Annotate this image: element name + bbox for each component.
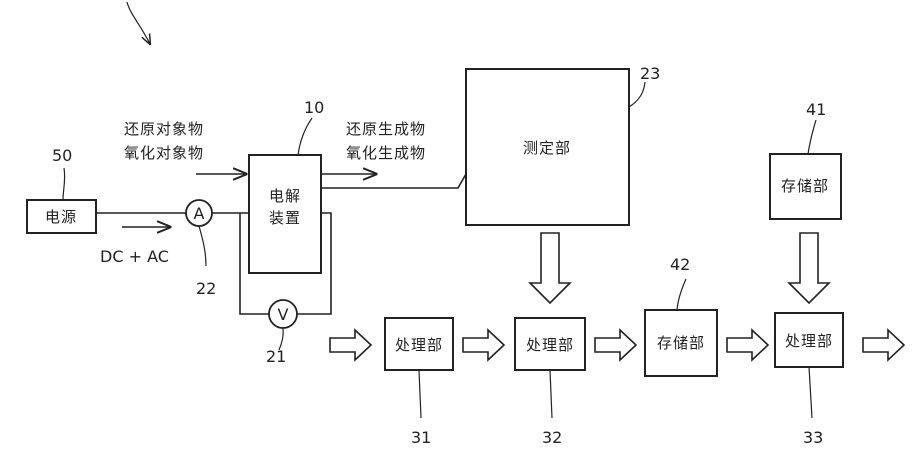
flow-arrow-down-23-32 (530, 233, 570, 303)
leader-33 (809, 367, 812, 418)
ref-21: 21 (266, 347, 286, 366)
input-label-reduction-target: 还原对象物 (124, 120, 204, 138)
flow-arrow-42-33 (727, 330, 768, 360)
leader-23 (629, 82, 645, 107)
ref-23: 23 (640, 64, 660, 83)
leader-22 (199, 226, 206, 266)
flow-arrow-into-31 (330, 330, 371, 360)
processing-unit-33-label: 处理部 (785, 332, 833, 350)
ref-31: 31 (411, 428, 431, 447)
current-label: DC + AC (100, 247, 169, 266)
figure-pointer-arrow (127, 2, 150, 44)
ref-50: 50 (52, 146, 72, 165)
input-label-oxidation-target: 氧化对象物 (124, 144, 204, 162)
measuring-unit-label: 测定部 (523, 139, 571, 157)
leader-32 (550, 370, 552, 418)
ref-10: 10 (304, 98, 324, 117)
output-label-reduction-product: 还原生成物 (346, 120, 426, 138)
wire-cell-measure (321, 174, 466, 188)
leader-31 (419, 370, 421, 418)
flow-arrow-down-41-33 (789, 233, 829, 303)
processing-unit-31-label: 处理部 (395, 336, 443, 354)
electrolysis-label-line2: 装置 (269, 209, 301, 227)
ref-32: 32 (542, 428, 562, 447)
leader-41 (808, 120, 816, 154)
ref-33: 33 (803, 428, 823, 447)
electrolysis-label-line1: 电解 (269, 187, 301, 205)
ref-41: 41 (806, 100, 826, 119)
ref-42: 42 (670, 255, 690, 274)
ref-22: 22 (196, 279, 216, 298)
leader-42 (677, 279, 686, 310)
voltmeter-label: V (278, 305, 289, 324)
flow-arrow-out-33 (863, 330, 904, 360)
flow-arrow-31-32 (463, 330, 504, 360)
processing-unit-32-label: 处理部 (526, 336, 574, 354)
ammeter-label: A (194, 204, 205, 223)
storage-unit-41-label: 存储部 (781, 177, 829, 195)
leader-50 (63, 168, 65, 200)
storage-unit-42-label: 存储部 (657, 334, 705, 352)
output-label-oxidation-product: 氧化生成物 (346, 144, 426, 162)
flow-arrow-32-42 (595, 330, 636, 360)
leader-10 (298, 118, 312, 155)
power-supply-label: 电源 (45, 208, 77, 226)
